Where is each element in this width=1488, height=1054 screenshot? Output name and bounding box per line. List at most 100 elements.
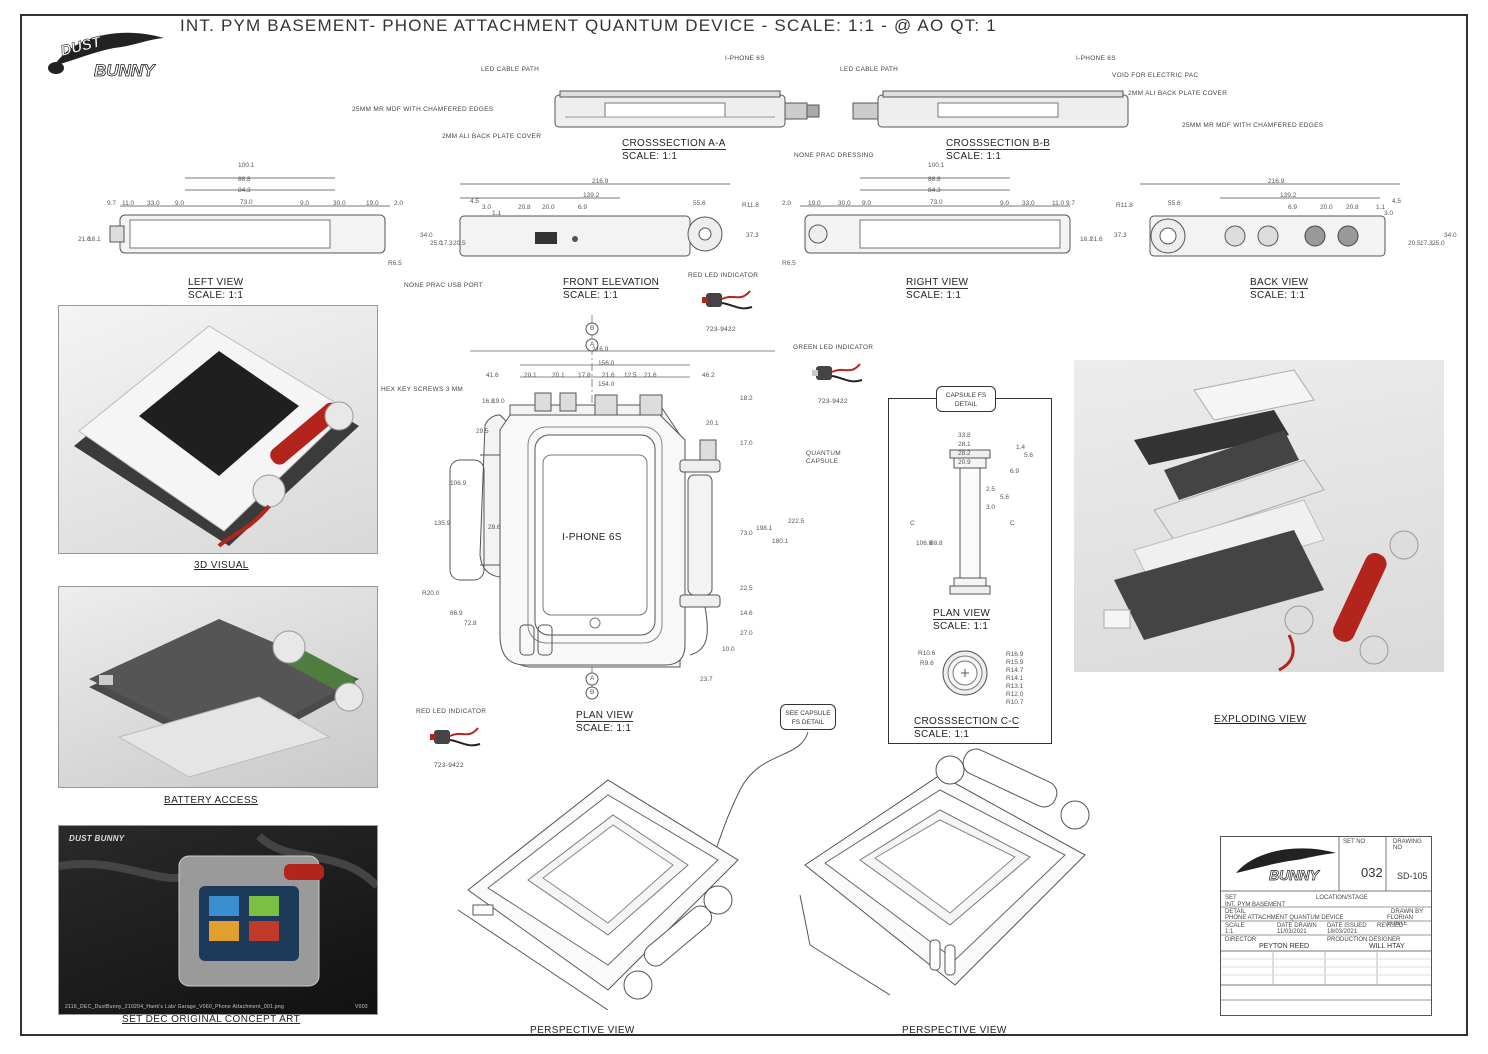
capsule-dim: 20.9 (958, 459, 971, 466)
back-dim: 1.1 (1376, 204, 1386, 211)
plan-view-label: PLAN VIEW SCALE: 1:1 (576, 710, 634, 734)
back-dim: 34.0 (1444, 232, 1457, 239)
back-view-drawing (1140, 183, 1400, 257)
back-dim: R11.8 (1116, 202, 1133, 209)
crosssection-b-drawing (852, 90, 1129, 128)
back-dim: 37.3 (1114, 232, 1127, 239)
right-view-title: RIGHT VIEW (906, 277, 969, 288)
capsule-plan-title: PLAN VIEW (933, 608, 991, 619)
capsule-cs-scale: SCALE: 1:1 (914, 727, 1020, 740)
capsule-dim: 1.4 (1016, 444, 1026, 451)
plan-dim-top: 156.0 (598, 360, 615, 367)
capsule-dim: 28.2 (958, 450, 971, 457)
back-dim: 17.3 (1420, 240, 1433, 247)
right-view-dim: 18.1 (1080, 236, 1093, 243)
back-dim: 139.2 (1280, 192, 1297, 199)
left-view-dim: 88.8 (238, 176, 251, 183)
plan-dim-top: 17.8 (578, 372, 591, 379)
front-elevation-title: FRONT ELEVATION (563, 277, 660, 288)
left-view-dim: 2.0 (394, 200, 404, 207)
capsule-plan-drawing (949, 449, 991, 595)
right-view-dim: 19.0 (808, 200, 821, 207)
front-dim: 17.3 (440, 240, 453, 247)
title-block: BUNNY SET NO 032 DRAWING NO SD-105 SET I… (1220, 836, 1432, 1016)
tb-set-label: SET (1225, 895, 1237, 901)
back-dim: 216.9 (1268, 178, 1285, 185)
tb-detail: PHONE ATTACHMENT QUANTUM DEVICE (1225, 915, 1344, 921)
tb-detail-label: DETAIL (1225, 909, 1246, 915)
concept-caption: 2116_DEC_DustBunny_210204_Hank's Lab/ Ga… (65, 1004, 285, 1010)
left-view-dim: 100.1 (238, 162, 255, 169)
front-dim: 20.8 (518, 204, 531, 211)
plan-dim-right: 73.0 (740, 530, 753, 537)
left-view-dim: 9.0 (175, 200, 185, 207)
note-usb-port: NONE PRAC USB PORT (404, 282, 483, 289)
tb-set-no: 032 (1361, 865, 1383, 880)
left-view-dim: 73.0 (240, 199, 253, 206)
plan-dim-right: 20.1 (706, 420, 719, 427)
plan-dim-top: 20.1 (524, 372, 537, 379)
left-view-drawing (109, 177, 390, 254)
capsule-dim: 3.0 (986, 504, 996, 511)
front-elevation-scale: SCALE: 1:1 (563, 288, 660, 301)
back-dim: 4.5 (1392, 198, 1402, 205)
capsule-dim: 6.9 (1010, 468, 1020, 475)
tb-date-drawn-label: DATE DRAWN (1277, 923, 1317, 929)
right-view-dim: 9.0 (862, 200, 872, 207)
caption-perspective-1: PERSPECTIVE VIEW (530, 1025, 635, 1036)
tb-set-no-label: SET NO (1343, 839, 1366, 845)
back-view-title: BACK VIEW (1250, 277, 1309, 288)
panel-concept-art: 2116_DEC_DustBunny_210204_Hank's Lab/ Ga… (58, 825, 378, 1015)
capsule-cs-title: CROSSSECTION C-C (914, 716, 1020, 727)
tb-date-issued-label: DATE ISSUED (1327, 923, 1367, 929)
plan-view-scale: SCALE: 1:1 (576, 721, 634, 734)
capsule-plan-label: PLAN VIEW SCALE: 1:1 (933, 608, 991, 632)
back-dim: 20.5 (1408, 240, 1421, 247)
tb-drawn-by-label: DRAWN BY (1391, 909, 1424, 915)
front-dim: 20.0 (542, 204, 555, 211)
left-view-dim: 84.3 (238, 187, 251, 194)
plan-dim-right: 17.0 (740, 440, 753, 447)
right-view-dim: 30.0 (838, 200, 851, 207)
svg-text:BUNNY: BUNNY (94, 61, 156, 80)
tb-location-label: LOCATION/STAGE (1316, 895, 1368, 901)
crosssection-b-label: CROSSSECTION B-B SCALE: 1:1 (946, 138, 1051, 162)
right-view-label: RIGHT VIEW SCALE: 1:1 (906, 277, 969, 301)
capsule-radius: R14.1 (1006, 675, 1024, 682)
tb-director: PEYTON REED (1259, 943, 1310, 950)
plan-section-mark: A (590, 341, 595, 348)
back-view-scale: SCALE: 1:1 (1250, 288, 1309, 301)
tb-scale: 1:1 (1225, 929, 1234, 935)
capsule-radius: R15.9 (1006, 659, 1024, 666)
tb-revised-label: REVISED (1377, 923, 1404, 929)
callout-leader (709, 731, 809, 866)
capsule-section-mark: C (910, 520, 915, 527)
plan-dim-right: 222.5 (788, 518, 805, 525)
plan-dim-left: 29.5 (476, 428, 489, 435)
note-b-ali: 2MM ALI BACK PLATE COVER (1128, 90, 1228, 97)
front-elevation-drawing (459, 183, 730, 257)
plan-dim-right: 22.5 (740, 585, 753, 592)
back-dim: 20.8 (1346, 204, 1359, 211)
panel-battery-access (58, 586, 378, 788)
caption-concept-art: SET DEC ORIGINAL CONCEPT ART (122, 1014, 301, 1025)
front-dim: 4.5 (470, 198, 480, 205)
plan-view-title: PLAN VIEW (576, 710, 634, 721)
capsule-dim: 106.8 (916, 540, 933, 547)
plan-dim-left: R20.0 (422, 590, 440, 597)
front-dim: 55.6 (693, 200, 706, 207)
crosssection-a-label: CROSSSECTION A-A SCALE: 1:1 (622, 138, 726, 162)
plan-dim-left: 106.9 (450, 480, 467, 487)
back-dim: 55.6 (1168, 200, 1181, 207)
right-view-dim: 73.0 (930, 199, 943, 206)
capsule-dim: 5.6 (1000, 494, 1010, 501)
note-green-led-part: 723-9422 (818, 398, 848, 405)
capsule-header-text: CAPSULE FS DETAIL (945, 392, 987, 408)
left-view-dim: 18.1 (88, 236, 101, 243)
capsule-cs-label: CROSSSECTION C-C SCALE: 1:1 (914, 716, 1020, 740)
capsule-cs-drawing (942, 650, 988, 696)
tb-pd-label: PRODUCTION DESIGNER (1327, 937, 1401, 943)
concept-version: V003 (355, 1004, 368, 1010)
capsule-dim: 88.8 (930, 540, 943, 547)
note-red-led-2-part: 723-9422 (434, 762, 464, 769)
